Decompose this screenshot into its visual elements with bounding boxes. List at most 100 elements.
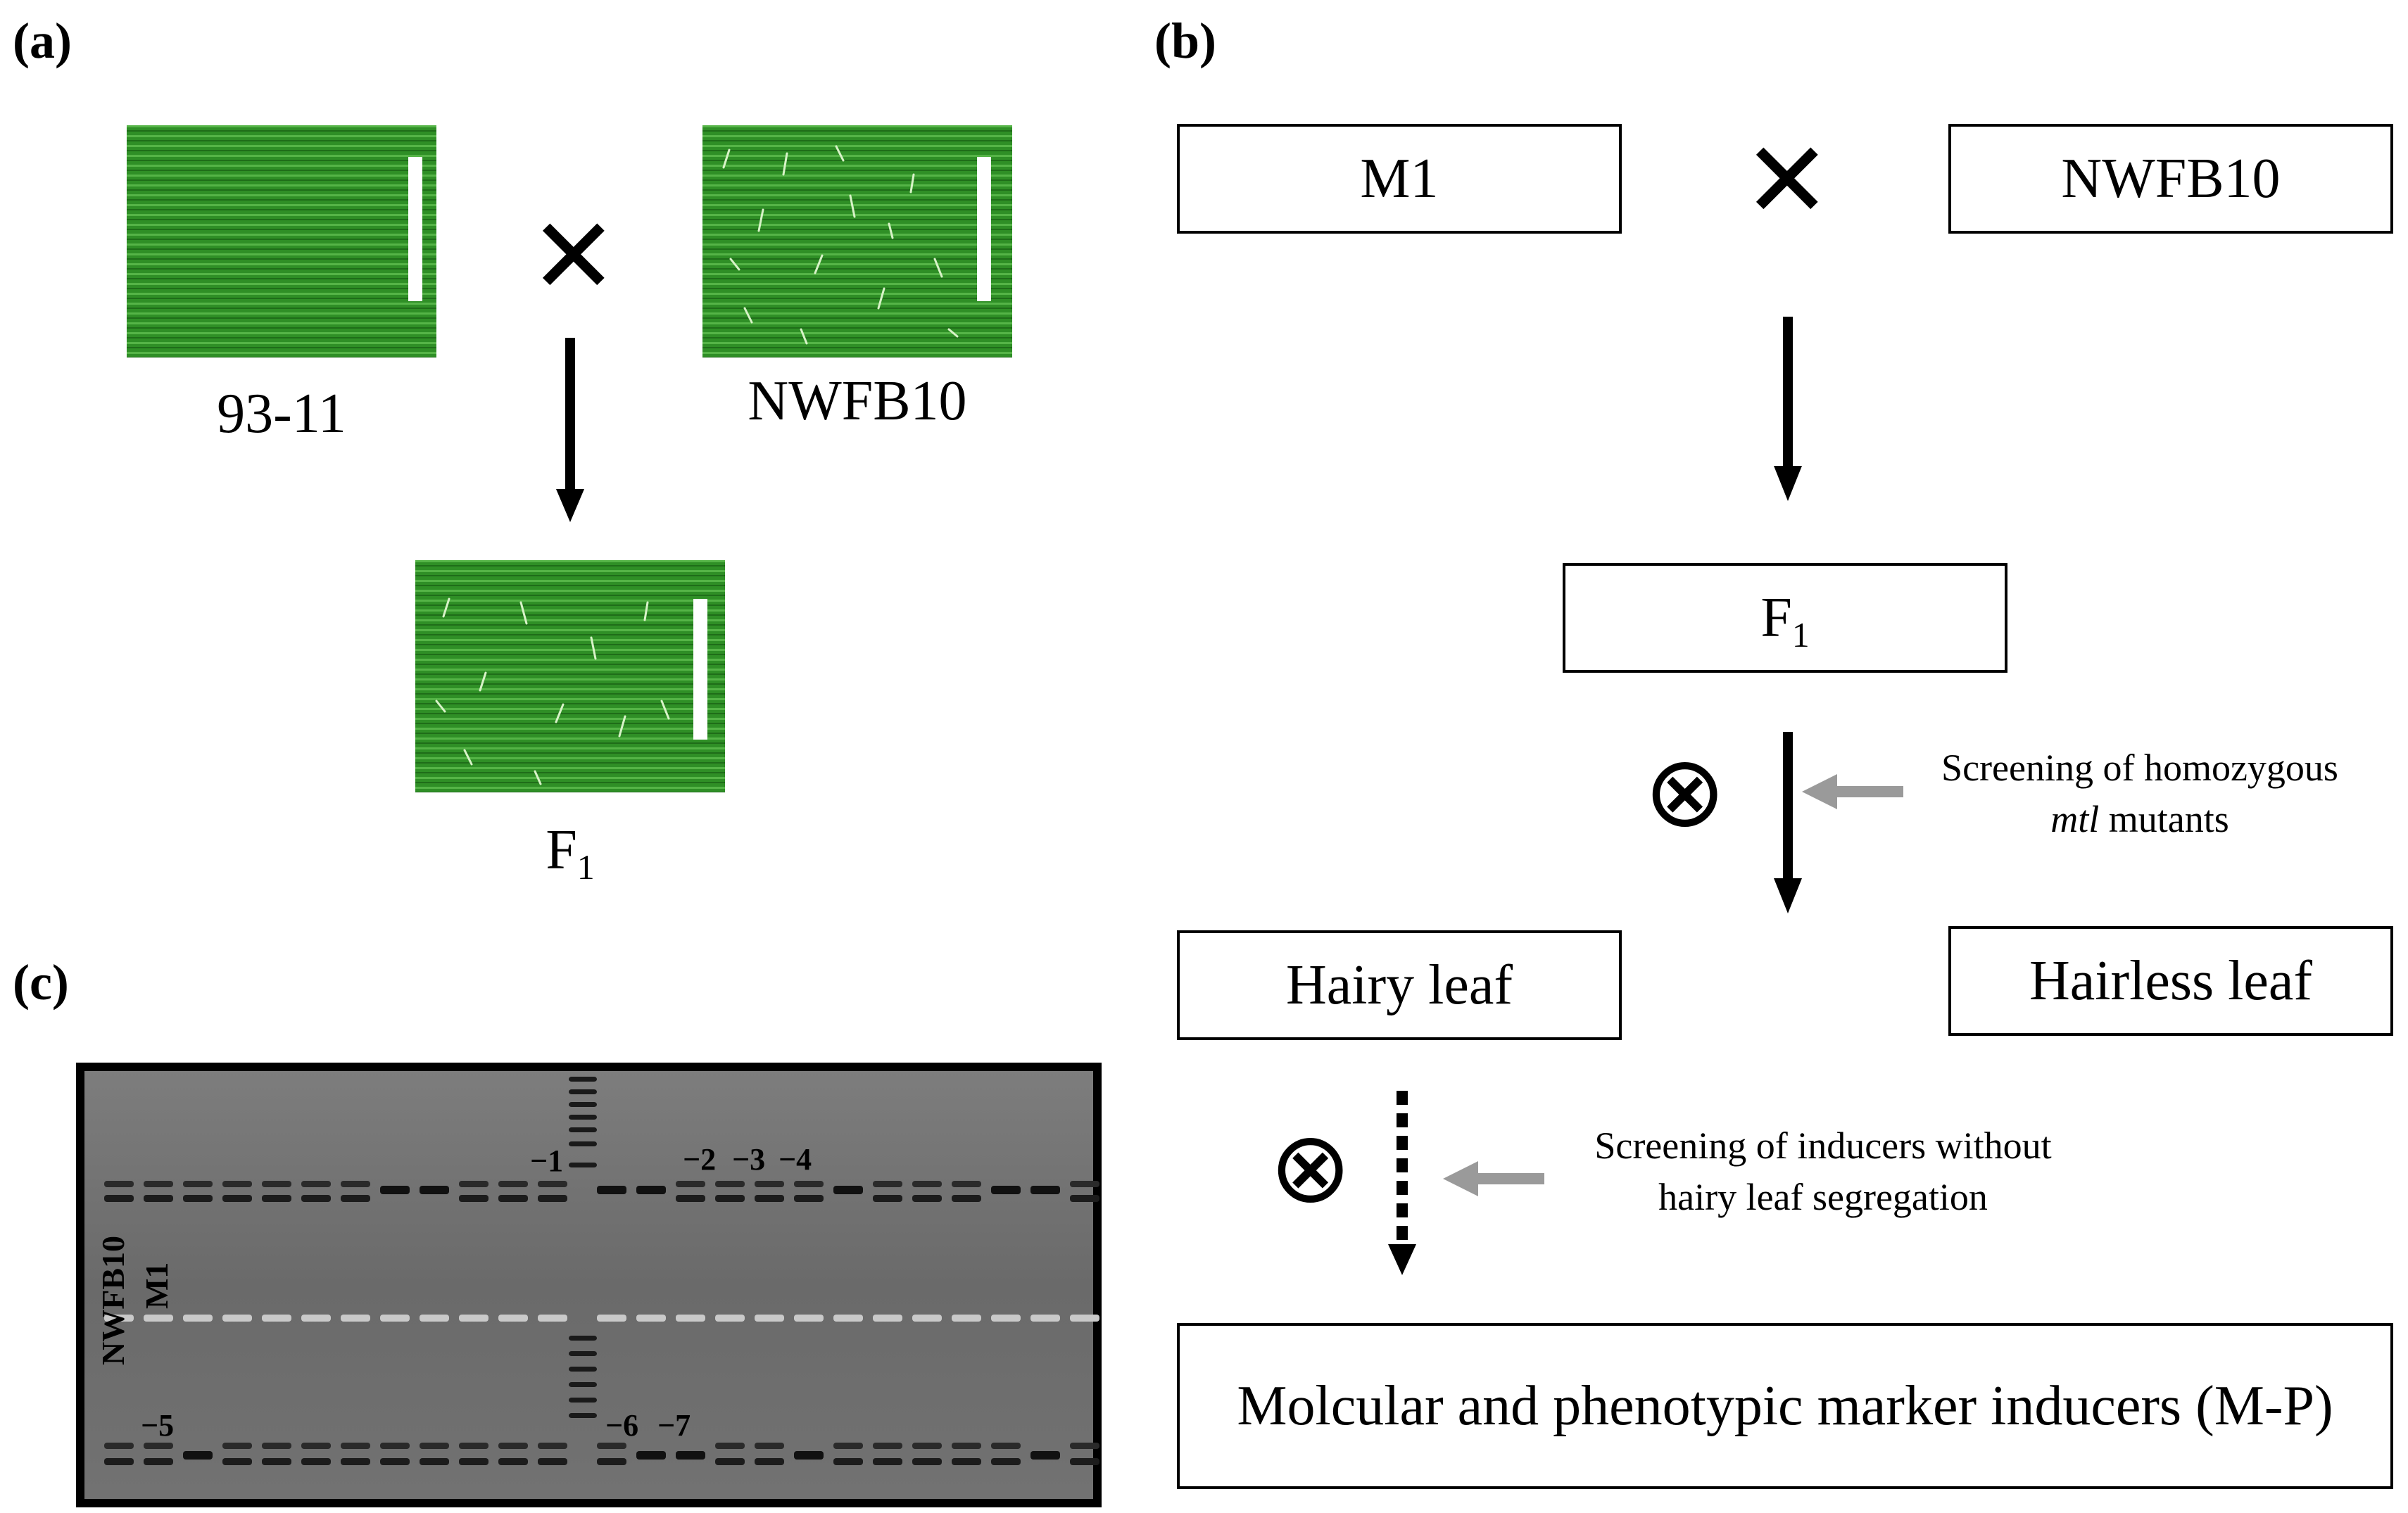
gel-band [104,1195,134,1202]
gel-band [301,1195,331,1202]
box-m1: M1 [1177,124,1622,234]
gel-band [676,1451,705,1460]
box-final-inducers-label: Molcular and phenotypic marker inducers … [1237,1374,2333,1437]
gel-band [873,1195,902,1202]
gel-band [794,1315,824,1322]
arrow-down-a [556,338,584,522]
gel-band [912,1315,942,1322]
gel-band [459,1458,488,1465]
box-final-inducers: Molcular and phenotypic marker inducers … [1177,1323,2393,1489]
gel-band [912,1443,942,1449]
ladder-band [569,1102,597,1107]
gel-band [538,1181,567,1187]
gel-band [755,1315,784,1322]
gel-band [952,1195,981,1202]
box-f1: F1 [1563,563,2007,673]
panel-label-b: (b) [1154,13,1216,69]
gel-band [597,1186,626,1194]
ladder-band [569,1127,597,1132]
ladder-band [569,1382,597,1387]
gel-band [755,1458,784,1465]
gel-band [498,1315,528,1322]
gel-marker-2: −2 [683,1142,717,1177]
ladder-band [569,1398,597,1403]
gel-band [301,1181,331,1187]
gel-lane-label-nwfb10: NWFB10 [95,1236,131,1365]
gel-band [715,1443,745,1449]
gel-band [715,1315,745,1322]
gel-band [636,1451,666,1460]
panel-label-a: (a) [13,13,72,69]
gel-band [262,1181,291,1187]
gel-band [952,1458,981,1465]
gel-band [262,1443,291,1449]
gel-band [341,1443,370,1449]
gel-band [1030,1451,1060,1460]
box-f1-label: F1 [1760,586,1810,654]
gel-band [420,1443,449,1449]
box-hairless-leaf: Hairless leaf [1948,926,2393,1036]
gel-band [715,1195,745,1202]
ladder-band [569,1141,597,1146]
gel-marker-7: −7 [657,1408,691,1443]
gel-band [144,1195,173,1202]
gel-band [301,1443,331,1449]
cross-symbol-a: ✕ [529,196,618,318]
ladder-band [569,1077,597,1082]
gel-band [222,1458,252,1465]
gel-band [341,1195,370,1202]
arrow-down-b1 [1774,317,1802,501]
gel-band [183,1451,213,1460]
gel-band [636,1315,666,1322]
gel-band [991,1443,1021,1449]
gel-marker-5: −5 [141,1408,175,1443]
selfing-symbol-1: ⊗ [1644,735,1727,849]
ladder-band [569,1351,597,1356]
gel-band [597,1458,626,1465]
box-hairy-leaf-label: Hairy leaf [1285,954,1513,1016]
ladder-band [569,1367,597,1372]
gel-band [459,1443,488,1449]
gel-band [833,1315,863,1322]
gel-band [380,1186,410,1194]
gel-band [222,1195,252,1202]
gel-band [183,1181,213,1187]
gel-band [538,1195,567,1202]
gel-band [794,1451,824,1460]
note-screening-inducers: Screening of inducers without hairy leaf… [1594,1125,2052,1218]
gel-band [1030,1315,1060,1322]
gel-band [144,1315,173,1322]
box-hairy-leaf: Hairy leaf [1177,930,1622,1040]
gel-band [144,1181,173,1187]
gel-marker-3: −3 [732,1142,766,1177]
gel-band [597,1443,626,1449]
gel-band [104,1458,134,1465]
note-screening-mtl: Screening of homozygous mtl mutants [1941,747,2338,840]
gel-marker-1: −1 [530,1144,564,1178]
leaf-image-93-11 [127,125,436,357]
gel-band [380,1458,410,1465]
gel-band [420,1315,449,1322]
gel-band [676,1195,705,1202]
box-m1-label: M1 [1360,147,1439,210]
leaf-image-nwfb10 [702,125,1012,357]
gel-band [794,1181,824,1187]
ladder-band [569,1115,597,1120]
caption-nwfb10-a: NWFB10 [748,370,967,432]
gel-band [597,1315,626,1322]
selfing-symbol-2: ⊗ [1269,1110,1352,1225]
gel-band [262,1458,291,1465]
gel-band [676,1181,705,1187]
gel-band [873,1315,902,1322]
gel-band [636,1186,666,1194]
gel-band [222,1443,252,1449]
gel-band [1070,1443,1099,1449]
cross-symbol-b: ✕ [1743,120,1832,242]
gel-band [538,1443,567,1449]
gel-band [715,1458,745,1465]
gel-band [262,1315,291,1322]
box-nwfb10-label: NWFB10 [2061,147,2281,210]
gel-band [912,1195,942,1202]
box-hairless-leaf-label: Hairless leaf [2029,949,2313,1012]
note-arrow-1 [1802,774,1903,809]
